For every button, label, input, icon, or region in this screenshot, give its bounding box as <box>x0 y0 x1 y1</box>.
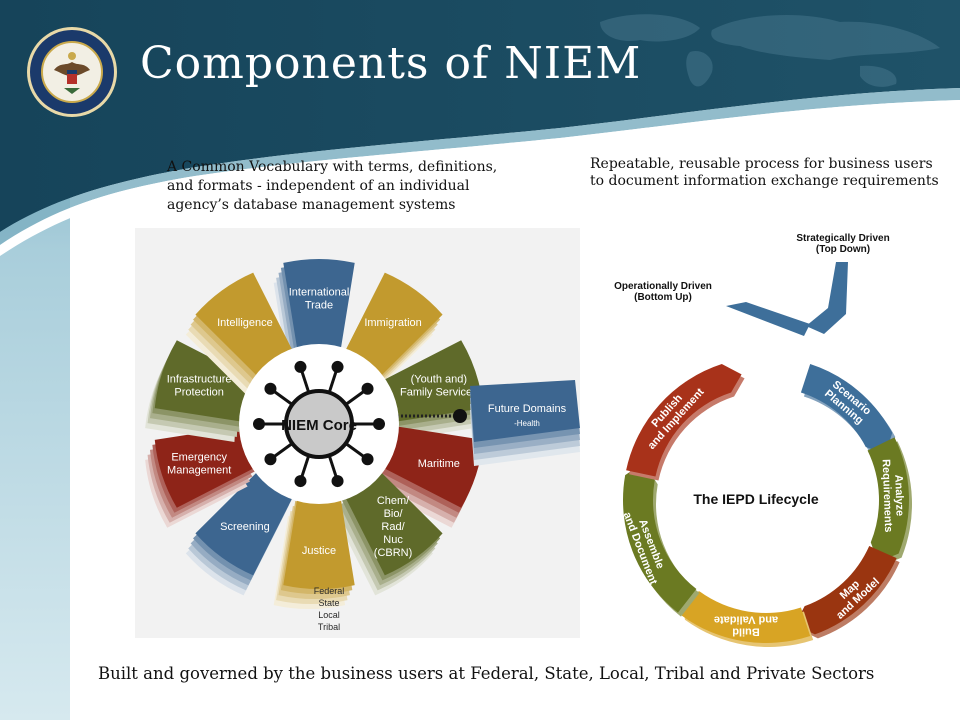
petal-face <box>283 259 355 353</box>
step-arrow <box>794 545 897 635</box>
step-label: Buildand Validate <box>714 613 778 637</box>
lifecycle-step-scenario-planning: ScenarioPlanning <box>800 363 896 459</box>
spoke-node-icon <box>253 418 265 430</box>
step-arrow <box>626 363 742 477</box>
justice-level-tribal: Tribal <box>318 622 340 632</box>
petal-label: Maritime <box>418 458 460 470</box>
petal-face <box>344 469 443 576</box>
petal-label: Justice <box>302 545 336 557</box>
step-arrow <box>623 462 697 613</box>
lifecycle-step-build-and-validate: Buildand Validate <box>678 591 814 647</box>
bottom-up-inlet <box>726 302 810 336</box>
petal-face <box>283 495 355 589</box>
justice-level-state: State <box>318 598 339 608</box>
petal-label: Intelligence <box>217 317 273 329</box>
spoke-node-icon <box>294 475 307 488</box>
top-down-inlet <box>806 262 848 334</box>
bottom-up-label: Operationally Driven(Bottom Up) <box>614 281 712 303</box>
spoke-node-icon <box>294 360 307 373</box>
spoke-node-icon <box>264 382 277 395</box>
future-domains-label: Future Domains <box>488 403 567 415</box>
lifecycle-center-label: The IEPD Lifecycle <box>693 491 818 507</box>
petal-face <box>154 340 258 423</box>
top-down-label: Strategically Driven(Top Down) <box>796 233 889 255</box>
justice-level-federal: Federal <box>314 586 345 596</box>
petal-label: (Youth and)Family Services <box>400 374 478 399</box>
petal-face <box>195 272 294 379</box>
lifecycle-step-assemble-and-document: Assembleand Document <box>621 462 700 617</box>
petal-face <box>195 469 294 576</box>
slide-title: Components of NIEM <box>140 38 642 89</box>
vocabulary-caption: A Common Vocabulary with terms, definiti… <box>167 159 498 213</box>
step-arrow <box>800 363 893 455</box>
core-hub <box>284 389 354 459</box>
domain-petal-chem-bio-rad-nuc-cbrn: Chem/Bio/Rad/Nuc(CBRN) <box>334 469 443 596</box>
petal-label: Immigration <box>364 317 421 329</box>
justice-level-local: Local <box>318 610 340 620</box>
niem-core-group: NIEM Core <box>239 344 399 504</box>
petal-face <box>344 272 443 379</box>
header-swoosh-white <box>0 100 960 256</box>
step-arrow <box>867 437 909 563</box>
process-caption: Repeatable, reusable process for busines… <box>590 156 939 189</box>
future-domains-face <box>470 380 580 442</box>
petal-face <box>154 425 258 508</box>
iepd-labels: Strategically Driven(Top Down) Operationa… <box>614 233 890 507</box>
domain-petal-screening: Screening <box>185 469 294 596</box>
spoke-node-icon <box>373 418 385 430</box>
step-label: AnalyzeRequirements <box>880 458 907 532</box>
future-domains-group: Future Domains -Health <box>361 380 580 466</box>
petal-face <box>380 340 484 423</box>
footer-statement: Built and governed by the business users… <box>98 664 875 683</box>
domain-petal-maritime: Maritime <box>371 425 484 528</box>
spoke-node-icon <box>361 382 374 395</box>
spoke-node-icon <box>331 360 344 373</box>
world-map-icon <box>600 14 940 87</box>
iepd-ring: ScenarioPlanningAnalyzeRequirementsMapan… <box>621 262 912 647</box>
header-band <box>0 0 960 232</box>
future-domains-sublabel: -Health <box>514 419 540 428</box>
dod-seal-icon <box>27 27 117 117</box>
iepd-lifecycle-diagram: ScenarioPlanningAnalyzeRequirementsMapan… <box>588 222 928 647</box>
spoke-node-icon <box>264 453 277 466</box>
connector-node-icon <box>453 409 467 423</box>
petal-label: Screening <box>220 521 270 533</box>
petal-label: Chem/Bio/Rad/Nuc(CBRN) <box>374 495 413 559</box>
domain-petal-justice: Justice <box>273 495 355 609</box>
header-swoosh-light <box>0 88 960 245</box>
step-arrow <box>678 591 811 643</box>
spoke-node-icon <box>361 453 374 466</box>
niem-core-label: NIEM Core <box>281 417 357 434</box>
lifecycle-step-analyze-requirements: AnalyzeRequirements <box>867 437 912 567</box>
petal-face <box>380 425 484 508</box>
spoke-node-icon <box>331 475 344 488</box>
